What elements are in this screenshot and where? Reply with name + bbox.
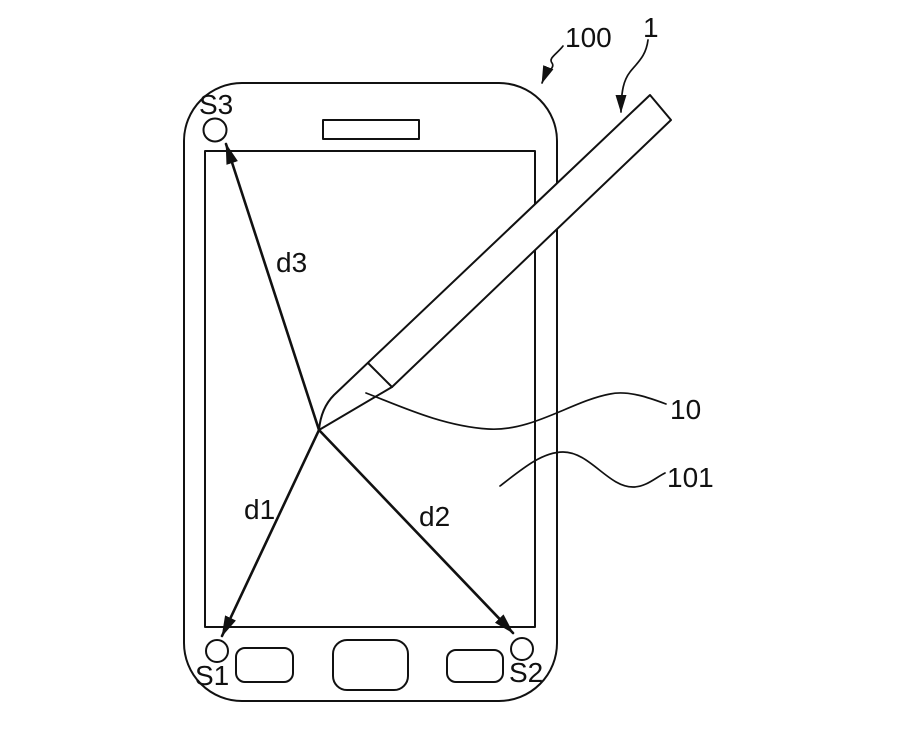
label-sensor-s2: S2 [509,657,543,688]
sensor-s1-circle [205,639,229,663]
right-soft-button [446,649,504,683]
leader-line-100 [541,45,564,84]
label-ref-100-device: 100 [565,22,612,53]
phone-body-outline [183,82,558,702]
distance-arrow-d3 [224,142,321,432]
label-sensor-s3: S3 [199,89,233,120]
pen-tip-junction-line [367,362,393,388]
leader-line-101 [499,451,666,488]
label-ref-101-display: 101 [667,462,714,493]
label-distance-d1: d1 [244,494,275,525]
label-ref-1-stylus-pen: 1 [643,12,659,43]
home-button [332,639,409,691]
label-sensor-s1: S1 [195,660,229,691]
display-outline [204,150,536,628]
leader-line-1 [615,39,649,113]
sensor-s3-circle [202,117,228,143]
label-distance-d2: d2 [419,501,450,532]
sensor-s2-circle [510,637,534,661]
stylus-pen-body [318,94,672,431]
leader-line-10 [365,392,667,430]
distance-arrow-d1 [220,428,321,638]
distance-arrow-d2 [317,428,515,635]
label-ref-10-pen-tip: 10 [670,394,701,425]
speaker-slot [322,119,420,140]
label-distance-d3: d3 [276,247,307,278]
left-soft-button [235,647,294,683]
